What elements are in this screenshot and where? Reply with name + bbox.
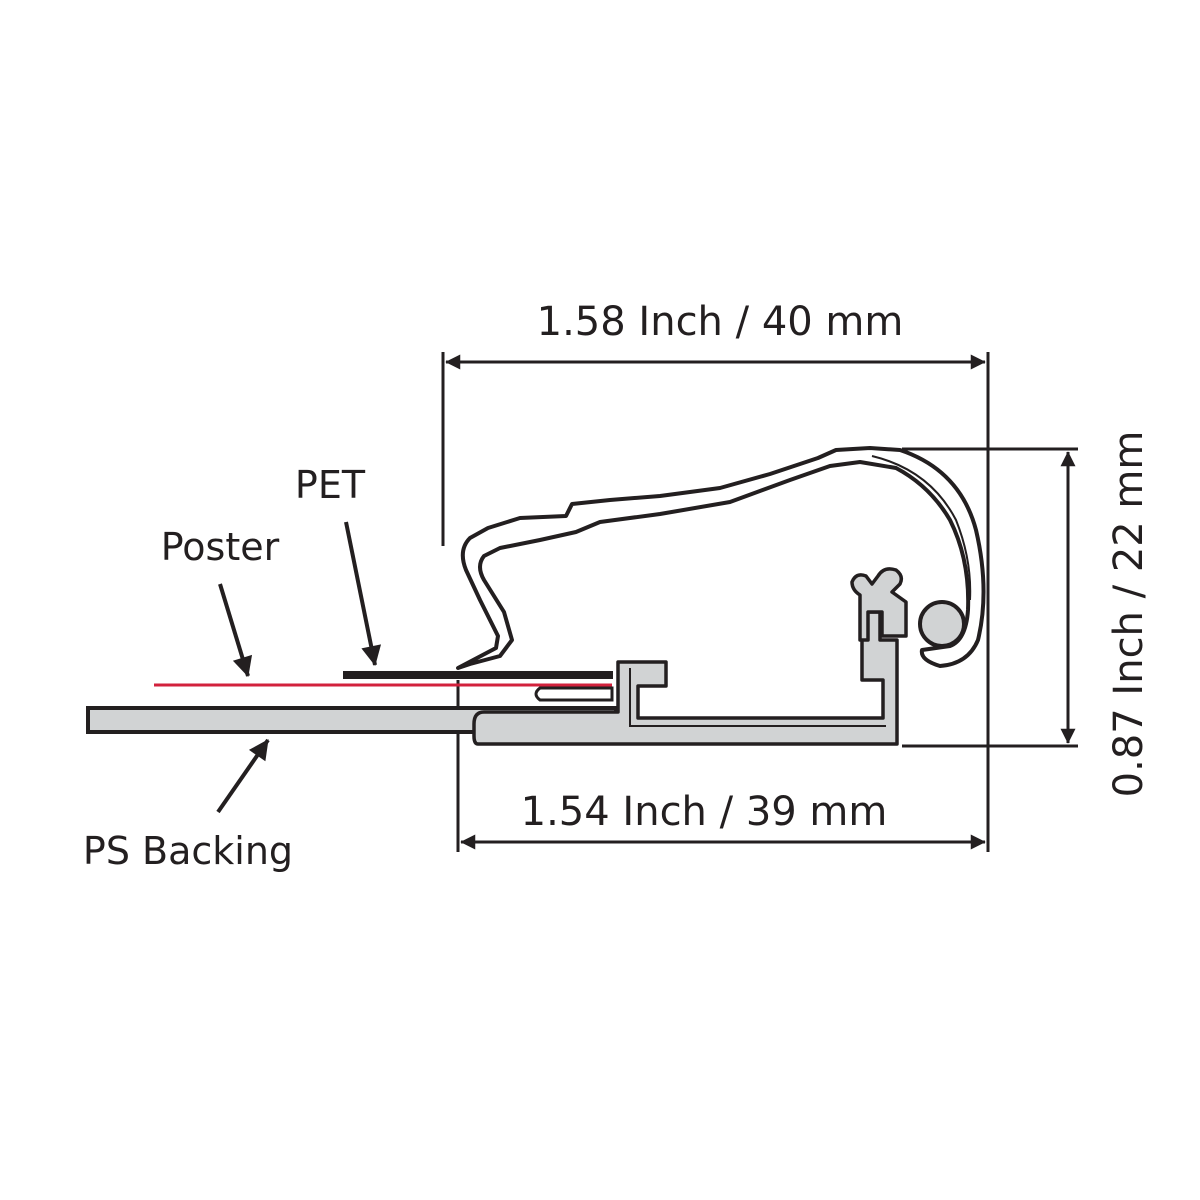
poster-label: Poster xyxy=(161,525,280,569)
top-width-dimension-label: 1.58 Inch / 40 mm xyxy=(537,299,904,345)
pet-label: PET xyxy=(295,463,366,507)
snap-cover-inner-line xyxy=(871,455,972,601)
bottom-width-dimension-label: 1.54 Inch / 39 mm xyxy=(521,789,888,835)
base-channel-profile xyxy=(472,610,899,746)
ps-backing-label: PS Backing xyxy=(83,829,293,873)
height-dimension-label: 0.87 Inch / 22 mm xyxy=(1106,431,1152,798)
poster-leader-arrow xyxy=(218,583,253,677)
base-channel-inner-line xyxy=(629,668,886,727)
poster-slot-lip xyxy=(534,686,614,702)
pet-leader-arrow xyxy=(344,521,382,666)
ps-backing-leader-arrow xyxy=(216,738,270,814)
pet-sheet xyxy=(343,671,613,679)
hinge-post xyxy=(850,567,908,642)
snap-cover-profile xyxy=(456,446,986,670)
